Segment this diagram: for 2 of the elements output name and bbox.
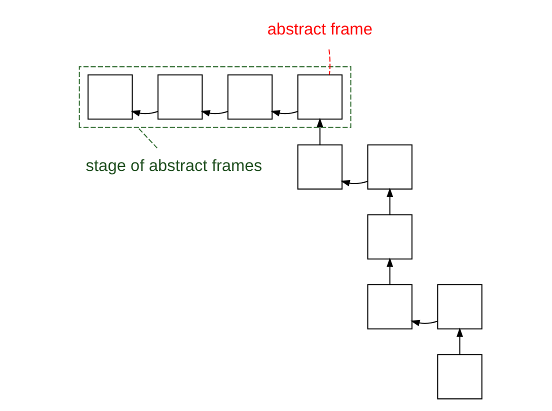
node-text: abstract frame [266,20,372,39]
node-text: stage of abstract frames [85,156,262,175]
